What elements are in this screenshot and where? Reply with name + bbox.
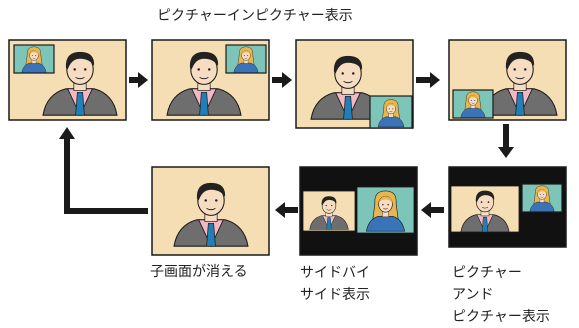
arrow-right-3 xyxy=(416,72,440,88)
sub-picture xyxy=(13,44,55,74)
sub-picture xyxy=(452,89,494,119)
panel-pip-top-right xyxy=(151,39,270,121)
sub-picture xyxy=(369,95,413,129)
sub-picture xyxy=(521,183,563,213)
caption-child-disappears: 子画面が消える xyxy=(150,264,248,280)
caption-side-by-side: サイドバイ サイド表示 xyxy=(300,262,370,306)
right-picture xyxy=(356,186,415,234)
arrow-left-1 xyxy=(421,202,444,218)
arrow-right-1 xyxy=(129,72,148,88)
caption-line: アンド xyxy=(452,287,494,303)
panel-picture-and-picture xyxy=(448,166,567,248)
panel-pip-bottom-left xyxy=(448,39,567,121)
left-picture xyxy=(302,190,356,232)
diagram-title: ピクチャーインピクチャー表示 xyxy=(157,8,353,24)
panel-pip-bottom-right xyxy=(295,39,414,129)
caption-line: ピクチャー xyxy=(452,265,522,281)
return-arrow xyxy=(59,127,148,214)
arrow-down xyxy=(498,124,514,158)
caption-line: サイド表示 xyxy=(300,287,370,303)
arrow-left-2 xyxy=(275,202,298,218)
panel-pip-top-left xyxy=(8,39,127,121)
caption-line: ピクチャー表示 xyxy=(452,309,550,325)
sub-picture xyxy=(225,44,267,74)
caption-line: サイドバイ xyxy=(300,265,370,281)
arrow-right-2 xyxy=(272,72,292,88)
panel-child-disappears xyxy=(151,166,270,256)
main-picture-area xyxy=(450,185,520,233)
caption-picture-and-picture: ピクチャー アンド ピクチャー表示 xyxy=(452,262,550,328)
panel-side-by-side xyxy=(299,166,418,256)
